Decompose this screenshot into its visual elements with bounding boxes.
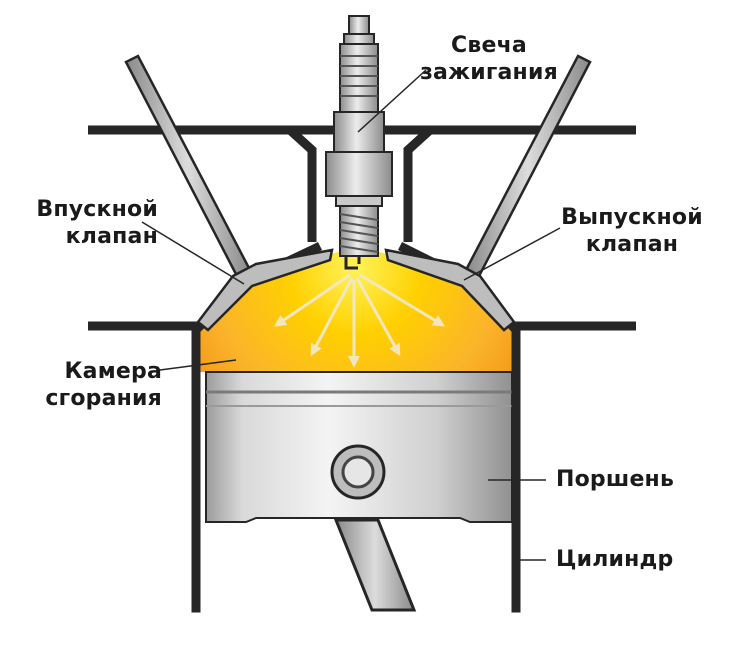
- label-combustion-chamber: Камера сгорания: [45, 359, 162, 411]
- leader-exhaust-valve: [463, 227, 561, 281]
- leader-intake-valve: [141, 221, 245, 285]
- leader-lines: [141, 69, 561, 561]
- leader-spark-plug: [357, 69, 427, 133]
- intake-valve: [124, 54, 334, 332]
- combustion-chamber-flame: [200, 252, 512, 372]
- piston: [205, 371, 513, 523]
- connecting-rod: [333, 518, 417, 612]
- label-exhaust-valve: Выпускной клапан: [561, 205, 703, 257]
- spark-plug: [325, 15, 393, 270]
- exhaust-valve: [384, 54, 592, 332]
- label-piston: Поршень: [556, 467, 675, 492]
- leader-combustion-chamber: [159, 359, 237, 371]
- cylinder-walls: [191, 325, 521, 613]
- label-cylinder: Цилиндр: [556, 547, 674, 572]
- label-intake-valve: Впускной клапан: [36, 197, 158, 249]
- label-spark-plug: Свеча зажигания: [420, 33, 558, 85]
- flame-arrows: [274, 273, 446, 368]
